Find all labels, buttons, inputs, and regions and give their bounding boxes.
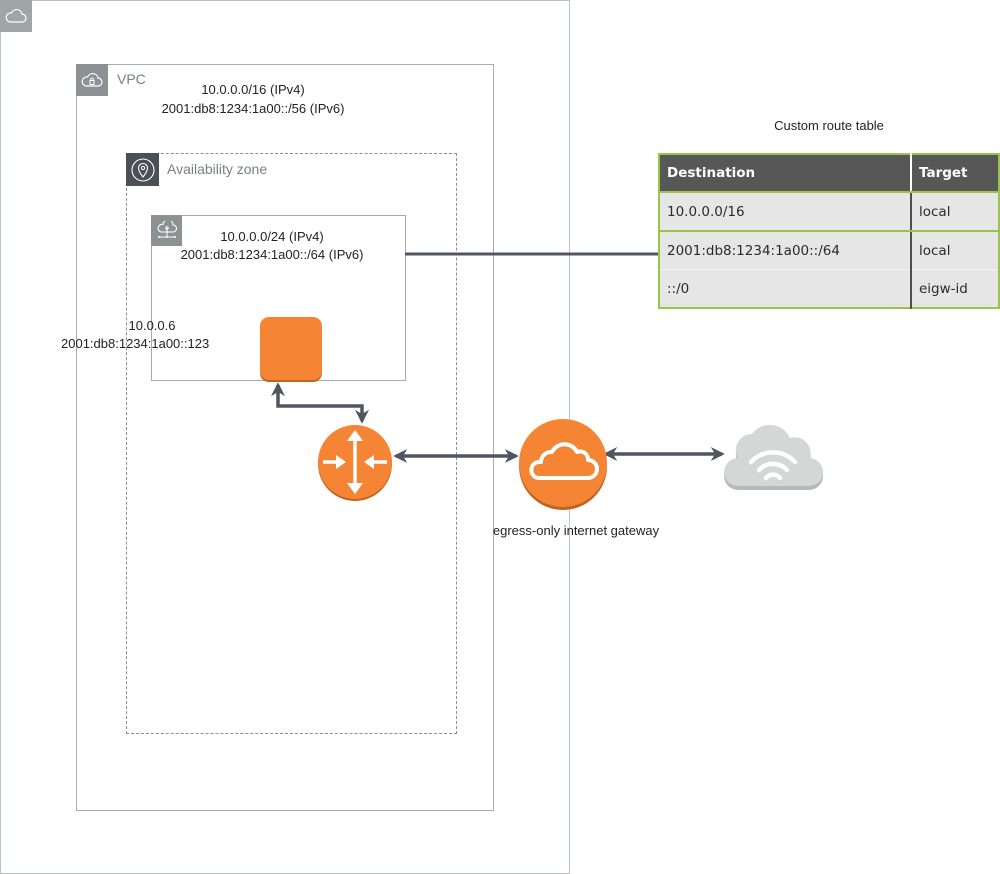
table-row: 2001:db8:1234:1a00::/64 local — [659, 231, 999, 270]
location-pin-icon — [126, 153, 159, 186]
route-table-header-row: Destination Target — [659, 154, 999, 193]
subnet-cloud-icon — [151, 215, 182, 246]
vpc-group — [76, 64, 494, 811]
instance-ipv6: 2001:db8:1234:1a00::123 — [61, 336, 210, 351]
route-target: local — [910, 231, 999, 270]
route-destination: 2001:db8:1234:1a00::/64 — [659, 231, 911, 270]
table-row: 10.0.0.0/16 local — [659, 192, 999, 232]
route-table: Destination Target 10.0.0.0/16 local 200… — [658, 153, 1000, 309]
instance-ipv4: 10.0.0.6 — [128, 318, 176, 333]
vpc-ipv6-cidr: 2001:db8:1234:1a00::/56 (IPv6) — [161, 101, 345, 116]
router-icon[interactable] — [318, 425, 392, 501]
ec2-instance-icon[interactable] — [260, 317, 322, 380]
route-destination: 10.0.0.0/16 — [659, 192, 911, 232]
route-target: eigw-id — [910, 269, 999, 308]
internet-cloud-wifi-icon[interactable] — [724, 424, 824, 491]
route-destination: ::/0 — [659, 269, 911, 308]
subnet-ipv4-cidr: 10.0.0.0/24 (IPv4) — [220, 229, 324, 244]
egress-gateway-label: egress-only internet gateway — [492, 523, 660, 538]
availability-zone-group — [126, 153, 457, 734]
destination-header: Destination — [659, 154, 911, 193]
vpc-label: VPC — [117, 71, 146, 87]
subnet-ipv6-cidr: 2001:db8:1234:1a00::/64 (IPv6) — [180, 247, 364, 262]
egress-only-internet-gateway-icon[interactable] — [519, 419, 607, 510]
route-target: local — [910, 192, 999, 232]
vpc-cloud-lock-icon — [76, 64, 108, 96]
route-table-title: Custom route table — [774, 118, 884, 133]
subnet-group — [151, 215, 406, 381]
target-header: Target — [910, 154, 999, 193]
table-row: ::/0 eigw-id — [659, 269, 999, 308]
vpc-ipv4-cidr: 10.0.0.0/16 (IPv4) — [201, 82, 305, 97]
cloud-icon — [0, 0, 32, 32]
availability-zone-label: Availability zone — [167, 161, 268, 177]
instance-router-connector — [271, 382, 369, 424]
